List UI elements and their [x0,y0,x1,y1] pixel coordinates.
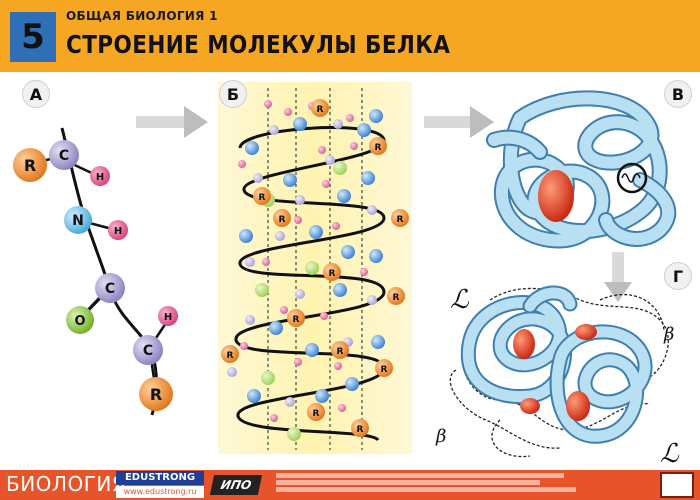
footer-corner-logo [660,472,694,498]
alpha-label-top: ℒ [450,285,470,315]
beta-label-left: β [435,426,446,447]
svg-text:R: R [317,105,324,115]
atom-h-1: H [90,166,110,186]
helix-r-3: R [253,187,271,205]
arrow-v-to-g [604,252,632,302]
svg-text:R: R [293,315,300,325]
svg-text:R: R [329,269,336,279]
tertiary-structure [486,90,677,249]
svg-text:C: C [105,281,115,297]
helix-highlight-circle [616,162,648,194]
panel-label-b: Б [219,80,247,108]
helix-r-13: R [351,419,369,437]
header-bar: 5 ОБЩАЯ БИОЛОГИЯ 1 СТРОЕНИЕ МОЛЕКУЛЫ БЕЛ… [0,0,700,72]
atom-r-bottom: R [139,377,173,411]
atom-c-1: C [49,140,79,170]
helix-r-12: R [307,403,325,421]
helix-r-4: R [273,209,291,227]
helix-r-11: R [375,359,393,377]
footer-bar: БИОЛОГИЯ EDUSTRONG www.edustrong.ru ИПО [0,470,700,500]
svg-text:R: R [397,215,404,225]
helix-r-7: R [387,287,405,305]
footer-logo-text: БИОЛОГИЯ [6,472,127,496]
svg-text:R: R [381,365,388,375]
atom-c-2: C [95,273,125,303]
panel-label-a: А [22,80,50,108]
lesson-number-badge: 5 [10,12,56,62]
svg-text:R: R [227,351,234,361]
svg-text:R: R [375,143,382,153]
quaternary-structure: ℒ ℒ β β [435,285,680,469]
svg-text:H: H [96,172,104,183]
helix-r-6: R [323,263,341,281]
svg-text:R: R [313,409,320,419]
alpha-label-bottom: ℒ [660,439,680,469]
svg-text:R: R [279,215,286,225]
svg-text:R: R [259,193,266,203]
panel-label-v: В [664,80,692,108]
svg-text:C: C [143,343,153,359]
svg-text:R: R [357,425,364,435]
helix-r-2: R [369,137,387,155]
svg-text:R: R [337,347,344,357]
helix-r-1: R [311,99,329,117]
page-title: СТРОЕНИЕ МОЛЕКУЛЫ БЕЛКА [66,30,451,59]
svg-text:R: R [150,385,162,404]
atom-r-top: R [13,148,47,182]
svg-text:C: C [59,148,69,164]
atom-n: N [64,206,92,234]
helix-r-5: R [391,209,409,227]
footer-site-link[interactable]: www.edustrong.ru [116,486,204,498]
svg-text:H: H [164,312,172,323]
beta-label-right: β [663,324,674,345]
arrow-a-to-b [136,106,208,138]
helix-r-10: R [331,341,349,359]
helix-core-red [538,170,574,222]
arrow-b-to-v [424,106,494,138]
svg-text:O: O [74,314,85,329]
panel-label-g: Г [664,262,692,290]
svg-text:H: H [114,226,122,237]
footer-brand: EDUSTRONG [116,471,204,485]
svg-text:R: R [24,156,36,175]
atom-c-3: C [133,335,163,365]
helix-r-8: R [287,309,305,327]
footer-fine-print [276,473,576,497]
atom-h-3: H [158,306,178,326]
atom-h-2: H [108,220,128,240]
footer-publisher-mark: ИПО [209,475,263,495]
course-subtitle: ОБЩАЯ БИОЛОГИЯ 1 [66,9,218,23]
svg-text:R: R [393,293,400,303]
primary-structure: R C H N H C O H [13,127,178,416]
svg-text:N: N [72,213,84,229]
atom-o: O [66,306,94,334]
helix-r-9: R [221,345,239,363]
alpha-helix: R R R R R R R R R R R R R [221,88,409,450]
